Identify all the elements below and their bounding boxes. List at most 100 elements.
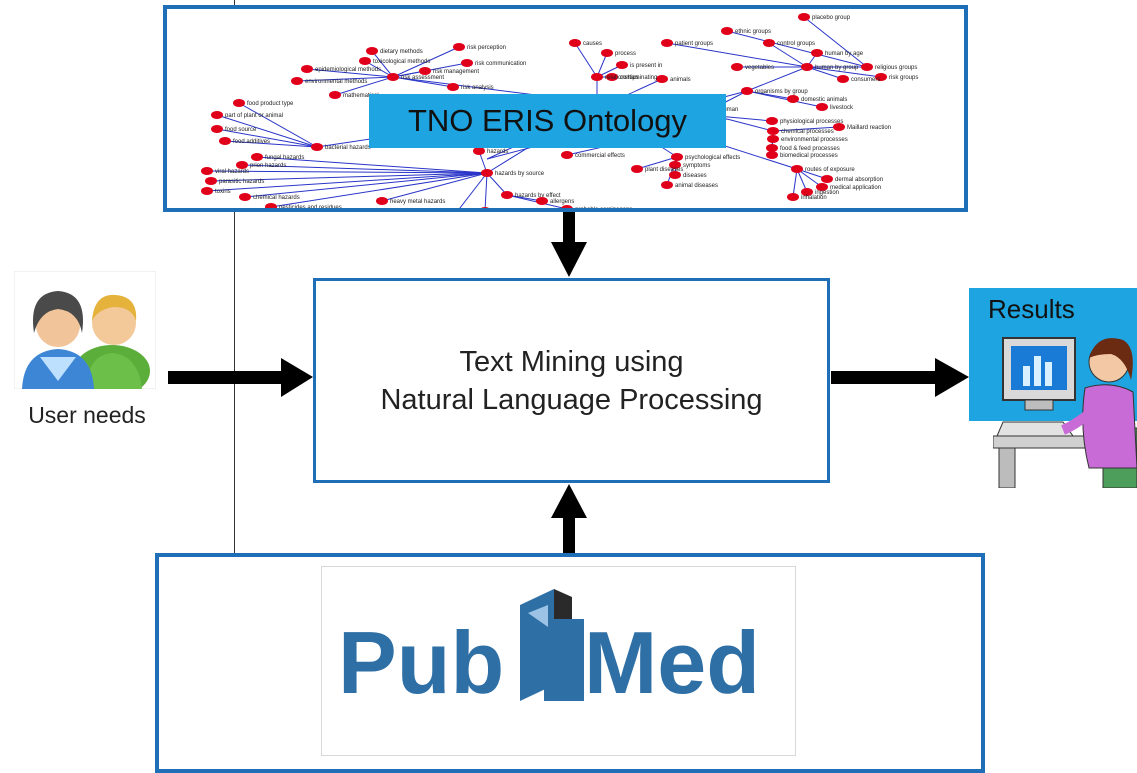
ontology-node-dot [376,197,388,205]
ontology-node-dot [606,73,618,81]
ontology-node: organisms by group [741,87,808,95]
ontology-node-label: probable carcinogens [575,207,632,208]
ontology-node-dot [671,153,683,161]
ontology-edge [296,76,394,82]
ontology-node-dot [811,49,823,57]
ontology-edge [726,30,868,68]
ontology-node: plant diseases [631,165,683,173]
ontology-edge [381,172,488,202]
ontology-node-dot [536,197,548,205]
ontology-node-dot [837,75,849,83]
ontology-node-label: animals [670,77,691,83]
ontology-node: hazards by effect [501,191,561,199]
text-mining-box: Text Mining using Natural Language Proce… [313,278,830,483]
ontology-node-label: risk analysis [461,85,494,91]
ontology-node-dot [461,59,473,67]
ontology-node-dot [561,205,573,208]
ontology-node-dot [669,161,681,169]
ontology-node-dot [766,151,778,159]
ontology-node-dot [201,167,213,175]
arrow-pubmed-to-process [551,484,587,553]
ontology-node-dot [731,63,743,71]
ontology-node: parasitic hazards [205,177,264,185]
ontology-node: risk groups [875,73,918,81]
ontology-node: consumers [837,75,880,83]
ontology-node: human by age [811,49,864,57]
ontology-edge [666,42,808,68]
ontology-node-label: placebo group [812,15,851,21]
ontology-edge [270,172,488,208]
ontology-node-dot [801,63,813,71]
ontology-node-label: parasitic hazards [219,179,264,185]
ontology-edge [596,52,608,78]
ontology-node-dot [301,65,313,73]
ontology-node: Maillard reaction [833,123,891,131]
ontology-node: dermal absorption [821,175,883,183]
ontology-node-label: religious groups [875,65,917,71]
ontology-node: mathematical [329,91,379,99]
ontology-node-label: causes [583,41,602,47]
ontology-node-label: allergens [550,199,574,205]
ontology-node: food product type [233,99,294,107]
ontology-node: livestock [816,103,854,111]
ontology-node-dot [616,61,628,69]
ontology-node-dot [211,125,223,133]
ontology-node: heavy metal hazards [376,197,445,205]
ontology-node-label: ingestion [815,190,839,196]
ontology-node: process [601,49,636,57]
ontology-node: patient groups [661,39,713,47]
ontology-node-label: part of plant or animal [225,113,283,119]
ontology-node-dot [219,137,231,145]
ontology-node: toxicological methods [359,57,430,65]
ontology-node: part of plant or animal [211,111,283,119]
ontology-node-dot [481,169,493,177]
ontology-node-label: control groups [777,41,815,47]
ontology-node: bacterial hazards [311,143,371,151]
ontology-node: chemical hazards [239,193,300,201]
ontology-node: candidate hazards [481,207,489,208]
ontology-node: diseases [669,171,707,179]
ontology-node-label: contaminating [620,75,657,81]
ontology-node-label: symptoms [683,163,710,169]
ontology-node-label: viral hazards [215,169,249,175]
ontology-node: relationships [591,73,639,81]
ontology-node: environmental processes [767,135,848,143]
ontology-edge [772,126,840,132]
ontology-node-label: animal diseases [675,183,718,189]
ontology-edge [574,42,598,78]
ontology-node-label: organisms by group [755,89,808,95]
pubmed-logo: Pub Med [321,566,796,756]
ontology-node: viral hazards [201,167,249,175]
arrow-process-to-results [831,358,969,397]
process-title-line1: Text Mining using [459,345,684,378]
ontology-node-label: chemical processes [781,129,834,135]
ontology-edge [636,156,678,170]
ontology-node-dot [767,127,779,135]
ontology-node-dot [656,75,668,83]
ontology-node-label: livestock [830,105,854,111]
ontology-node-label: risk assessment [401,75,444,81]
pubmed-logo-part1: Pub [338,613,504,712]
ontology-node-label: toxicological methods [373,59,430,65]
ontology-node-dot [767,135,779,143]
ontology-edge [216,128,318,148]
ontology-node-label: routes of exposure [805,167,855,173]
ontology-node: routes of exposure [791,165,855,173]
ontology-edge [224,140,318,148]
ontology-node: physiological processes [766,117,843,125]
arrow-users-to-process [168,358,313,397]
ontology-node-dot [561,151,573,159]
ontology-node-dot [669,171,681,179]
ontology-node: ingestion [801,188,839,196]
ontology-node-label: plant diseases [645,167,683,173]
ontology-node: human by group [801,63,859,71]
ontology-node-label: food & feed processes [780,146,840,152]
ontology-node-dot [211,111,223,119]
ontology-node-dot [741,87,753,95]
ontology-node-label: hazards by source [495,171,545,177]
ontology-edge [334,76,394,96]
ontology-node-dot [447,83,459,91]
ontology-node: is present in [616,61,662,69]
ontology-node-label: mathematical [343,93,379,99]
ontology-node: inhalation [787,193,827,201]
